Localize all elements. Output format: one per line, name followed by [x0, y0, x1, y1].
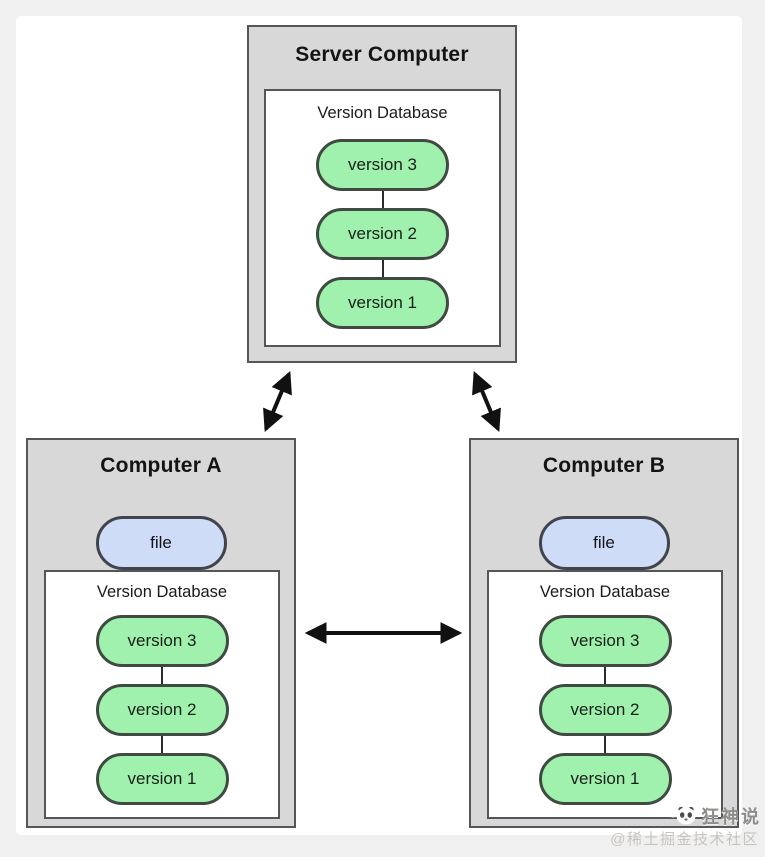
- watermark: 狂神说 @稀土掘金技术社区: [571, 804, 761, 849]
- computer-b-version-database-label: Version Database: [539, 583, 671, 601]
- watermark-brand-row: 狂神说: [571, 804, 761, 828]
- computer-b-version-1-pill: version 1: [538, 753, 672, 805]
- computer-a-file-pill: file: [95, 516, 227, 570]
- computer-a-version-database-label: Version Database: [96, 583, 228, 601]
- computer-b-version-stack: version 3 version 2 version 1: [538, 615, 672, 805]
- server-computer-box: Server Computer Version Database version…: [247, 25, 517, 363]
- computer-b-version-3-pill: version 3: [538, 615, 672, 667]
- watermark-brand-text: 狂神说: [701, 807, 761, 827]
- computer-a-title: Computer A: [100, 454, 222, 477]
- computer-b-version-database-box: Version Database version 3 version 2 ver…: [487, 570, 723, 819]
- computer-a-version-stack: version 3 version 2 version 1: [95, 615, 229, 805]
- computer-a-version-1-pill: version 1: [95, 753, 229, 805]
- server-version-2-pill: version 2: [316, 208, 449, 260]
- server-version-3-pill: version 3: [316, 139, 449, 191]
- computer-a-version-3-pill: version 3: [95, 615, 229, 667]
- computer-a-version-database-box: Version Database version 3 version 2 ver…: [44, 570, 280, 819]
- computer-b-version-2-pill: version 2: [538, 684, 672, 736]
- server-computer-title: Server Computer: [295, 43, 469, 66]
- panda-logo-icon: [668, 806, 696, 825]
- watermark-community-text: @稀土掘金技术社区: [610, 831, 759, 848]
- computer-b-title: Computer B: [542, 454, 666, 477]
- server-version-stack: version 3 version 2 version 1: [316, 139, 449, 329]
- computer-a-box: Computer A file Version Database version…: [26, 438, 296, 828]
- computer-b-file-pill: file: [538, 516, 670, 570]
- computer-a-version-2-pill: version 2: [95, 684, 229, 736]
- server-version-1-pill: version 1: [316, 277, 449, 329]
- server-version-database-box: Version Database version 3 version 2 ver…: [264, 89, 501, 347]
- server-version-database-label: Version Database: [317, 104, 448, 122]
- computer-b-box: Computer B file Version Database version…: [469, 438, 739, 828]
